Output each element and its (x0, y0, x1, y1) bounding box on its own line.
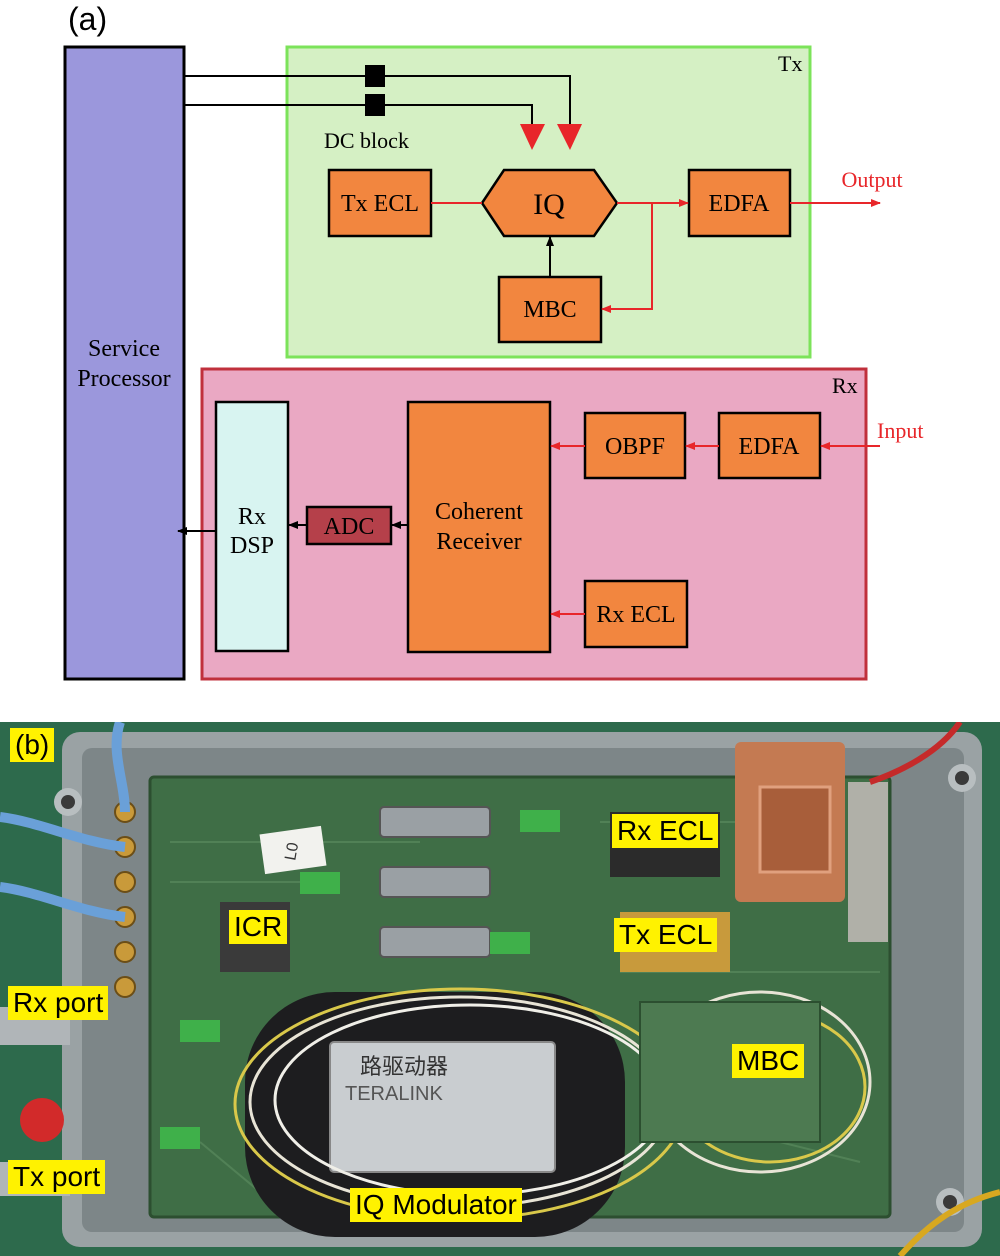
dc-block-2 (365, 94, 385, 116)
dc-block-1 (365, 65, 385, 87)
panel-a-label: (a) (68, 1, 107, 37)
rx-dsp-block (214, 400, 290, 653)
tx-port-cap (20, 1098, 64, 1142)
module-cn-text: 路驱动器 (360, 1054, 448, 1079)
callout-rx-port: Rx port (8, 986, 109, 1020)
driver-amp-2 (557, 124, 582, 150)
callout-tx-port: Tx port (8, 1160, 106, 1194)
coherent-receiver-block (406, 400, 552, 654)
tx-edfa-label: EDFA (709, 191, 771, 217)
output-label: Output (841, 167, 902, 192)
blue-cable (111, 722, 130, 813)
rx-title: Rx (832, 373, 858, 398)
rx-edfa-label: EDFA (739, 434, 801, 460)
control-line-1 (184, 75, 574, 147)
dc-block-label: DC block (324, 128, 409, 153)
driver-amp-1 (520, 124, 545, 150)
obpf-label: OBPF (605, 434, 665, 460)
rx-dsp-label-2: DSP (230, 533, 274, 559)
service-processor-box (63, 45, 186, 681)
lo-sticker (259, 825, 327, 875)
rx-ecl-block (583, 579, 689, 649)
service-processor-label-2: Processor (77, 366, 170, 392)
mbc-label: MBC (523, 297, 576, 323)
callout-mbc: MBC (732, 1044, 805, 1078)
coherent-receiver-label-1: Coherent (435, 499, 523, 525)
tx-title: Tx (778, 51, 802, 76)
lo-sticker-text: L0 (282, 841, 302, 862)
callout-rx-ecl: Rx ECL (612, 814, 719, 848)
modulator-body (329, 1041, 556, 1173)
tx-ecl-label: Tx ECL (341, 191, 419, 217)
hardware-photo-drawing: L0 路驱动器 TERALINK (0, 722, 1000, 1256)
rx-ecl-label: Rx ECL (596, 602, 675, 628)
panel-b-label: (b) (10, 728, 55, 762)
iq-label: IQ (533, 188, 565, 221)
coherent-receiver-label-2: Receiver (436, 529, 521, 555)
callout-icr: ICR (229, 910, 288, 944)
rx-dsp-label-1: Rx (238, 504, 266, 530)
adc-label: ADC (324, 514, 375, 540)
module-brand-text: TERALINK (345, 1083, 443, 1105)
input-label: Input (877, 418, 923, 443)
callout-iq-modulator: IQ Modulator (350, 1188, 522, 1222)
callout-tx-ecl: Tx ECL (614, 918, 718, 952)
mbc-block (497, 275, 603, 344)
block-diagram: (a) Tx Rx Service Processor DC block Tx … (63, 1, 923, 681)
tx-ecl-block (327, 168, 433, 238)
hardware-photo: L0 路驱动器 TERALINK (b) Rx ECL ICR Tx ECL R… (0, 722, 1000, 1256)
service-processor-label-1: Service (88, 336, 160, 362)
tap-to-mbc (601, 203, 653, 313)
